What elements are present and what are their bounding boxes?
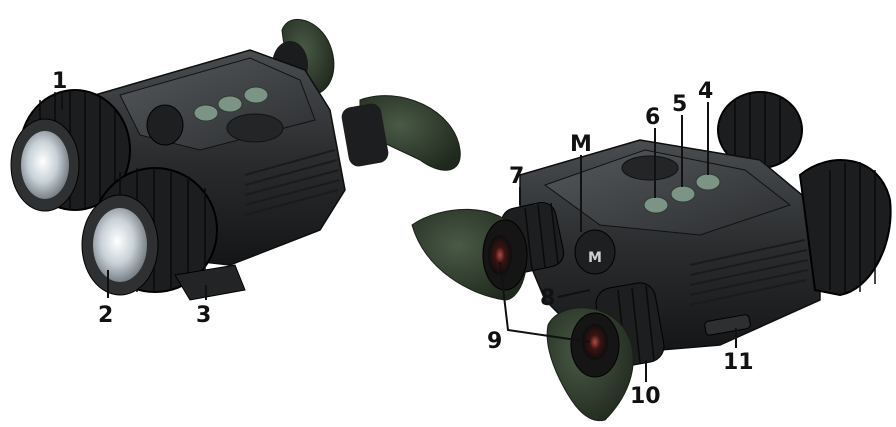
- objective-lens-front: [81, 167, 218, 296]
- callout-m: M: [570, 132, 592, 157]
- button-left[interactable]: [193, 104, 219, 122]
- top-buttons: [193, 86, 269, 122]
- callout-11: 11: [723, 350, 754, 375]
- binocular-front-view: [10, 18, 461, 301]
- eyepiece-lens-upper: [488, 235, 512, 275]
- callout-1: 1: [52, 69, 67, 94]
- button-5[interactable]: [670, 185, 696, 203]
- top-buttons-rear: [643, 173, 721, 214]
- binocular-rear-view: M: [411, 91, 892, 422]
- button-middle[interactable]: [217, 95, 243, 113]
- knob-mark: M: [588, 250, 602, 266]
- mode-knob[interactable]: M: [574, 229, 616, 275]
- leader-8: [557, 289, 591, 298]
- tripod-foot: [174, 264, 246, 301]
- callout-7: 7: [509, 164, 524, 189]
- callout-3: 3: [196, 303, 211, 328]
- callout-2: 2: [98, 303, 113, 328]
- objective-barrel-right: [798, 159, 892, 297]
- callouts: 1 2 3 4 5 6 7 M 8 9 10 11: [52, 69, 754, 409]
- top-plate-rear: [543, 149, 792, 236]
- lens-glass: [93, 208, 147, 282]
- grip-ribs-rear: [689, 239, 809, 306]
- eyepiece-lower: [546, 282, 665, 422]
- callout-10: 10: [630, 384, 661, 409]
- callout-5: 5: [672, 92, 687, 117]
- button-4[interactable]: [695, 173, 721, 191]
- eyepiece-upper: [411, 201, 565, 301]
- button-right[interactable]: [243, 86, 269, 104]
- leader-9: [499, 261, 591, 343]
- callout-6: 6: [645, 105, 660, 130]
- callout-4: 4: [698, 79, 713, 104]
- grip-ribs: [244, 149, 341, 216]
- button-6[interactable]: [643, 196, 669, 214]
- eyepiece-lens-lower: [582, 324, 608, 360]
- battery-cover[interactable]: [704, 314, 751, 336]
- lens-glass: [21, 131, 69, 199]
- callout-8: 8: [540, 286, 555, 311]
- objective-lens-back: [10, 89, 131, 212]
- focus-knob[interactable]: [146, 104, 184, 146]
- callout-9: 9: [487, 329, 502, 354]
